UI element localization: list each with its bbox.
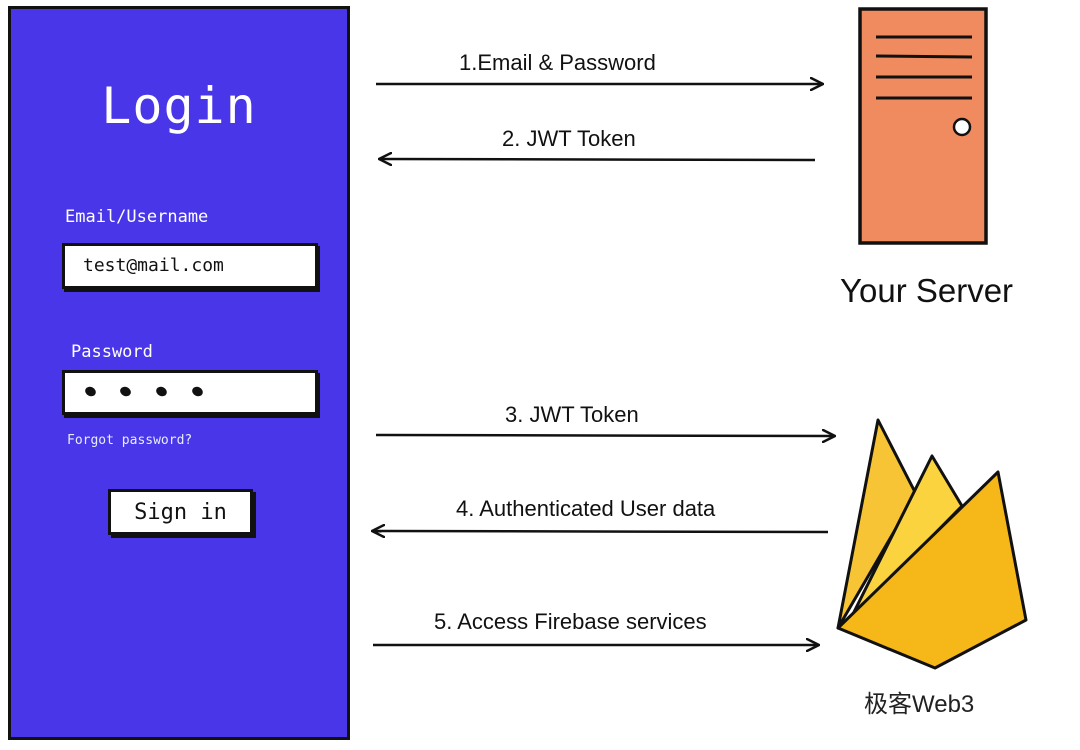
login-title: Login [101,77,257,135]
login-panel: Login Email/Username test@mail.com Passw… [8,6,350,740]
arrow-authenticated-user-data [373,531,829,532]
watermark: 极客Web3 [858,682,981,721]
arrow-jwt-token-return [380,159,816,160]
password-field[interactable] [62,370,318,415]
arrow-jwt-token-firebase [375,435,834,436]
server-label: Your Server [840,272,1014,309]
password-label: Password [71,342,153,362]
label-step1: 1.Email & Password [459,50,656,75]
label-step4: 4. Authenticated User data [456,496,716,521]
label-step2: 2. JWT Token [502,126,636,151]
sign-in-button[interactable]: Sign in [108,489,253,535]
server-icon [858,7,988,245]
forgot-password-link[interactable]: Forgot password? [67,433,193,448]
label-step5: 5. Access Firebase services [434,609,707,634]
email-field[interactable]: test@mail.com [62,243,318,289]
firebase-logo-icon [836,418,1028,670]
email-value: test@mail.com [83,255,224,276]
label-step3: 3. JWT Token [505,402,639,427]
email-label: Email/Username [65,207,209,227]
